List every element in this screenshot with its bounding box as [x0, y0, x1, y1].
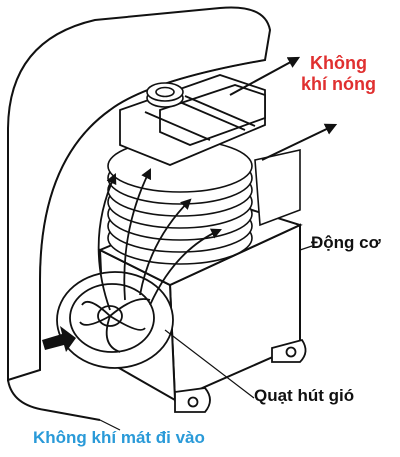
cool-air-leader-line	[99, 419, 121, 431]
motor-label: Động cơ	[311, 233, 381, 252]
hot-air-arrow-1	[229, 56, 301, 96]
cylinder-fins	[107, 139, 253, 265]
hot-air-label-line2: khí nóng	[301, 73, 376, 94]
fan-leader-line	[164, 329, 255, 399]
intake-fan	[56, 271, 174, 369]
cool-air-inlet-arrow	[42, 326, 76, 352]
discharge-port	[146, 82, 184, 108]
hot-air-arrow-2	[261, 123, 338, 161]
shroud-bottom-edge	[7, 379, 101, 421]
cool-air-label: Không khí mát đi vào	[33, 428, 205, 447]
airflow-arrows	[97, 168, 222, 311]
mounting-feet	[174, 338, 307, 413]
hot-air-label-line1: Không	[310, 53, 367, 73]
motor-leader-line	[299, 245, 313, 251]
hot-air-label: Không khí nóng	[301, 53, 376, 94]
shroud-inner-edge	[39, 59, 266, 370]
side-bracket	[254, 149, 301, 227]
intake-fan-label: Quạt hút gió	[254, 386, 355, 405]
